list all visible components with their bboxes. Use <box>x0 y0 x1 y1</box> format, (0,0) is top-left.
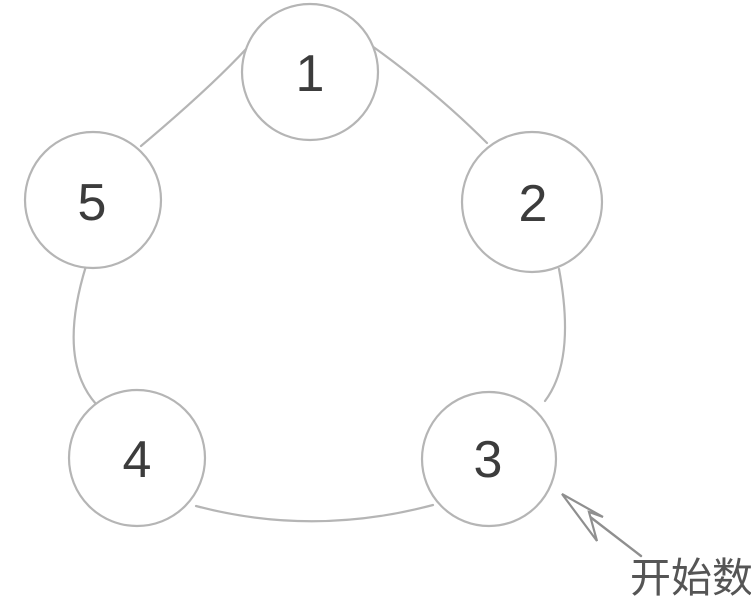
annotation-arrow-shaft <box>587 514 643 558</box>
node-2-circle[interactable] <box>460 130 604 274</box>
node-1[interactable]: 1 <box>240 2 380 142</box>
annotation-label: 开始数 <box>630 554 751 602</box>
node-1-circle[interactable] <box>240 2 380 142</box>
annotation-arrowhead-icon <box>561 493 604 542</box>
node-2-label: 2 <box>519 175 548 233</box>
edge-2-3 <box>543 267 567 403</box>
edge-group <box>72 44 567 523</box>
node-5-circle[interactable] <box>23 130 163 270</box>
node-5-label: 5 <box>78 174 107 232</box>
edge-1-2 <box>370 44 489 145</box>
node-3[interactable]: 3 <box>420 390 558 528</box>
edge-4-5 <box>72 264 98 406</box>
node-group: 1 2 3 4 5 <box>23 2 604 528</box>
node-3-circle[interactable] <box>420 390 558 528</box>
node-3-label: 3 <box>474 431 503 489</box>
node-4-label: 4 <box>123 431 152 489</box>
node-1-label: 1 <box>296 45 325 103</box>
node-4-circle[interactable] <box>67 388 207 528</box>
start-annotation: 开始数 <box>561 493 751 602</box>
edge-5-1 <box>139 46 249 148</box>
edge-3-4 <box>194 503 435 523</box>
node-5[interactable]: 5 <box>23 130 163 270</box>
node-4[interactable]: 4 <box>67 388 207 528</box>
node-2[interactable]: 2 <box>460 130 604 274</box>
